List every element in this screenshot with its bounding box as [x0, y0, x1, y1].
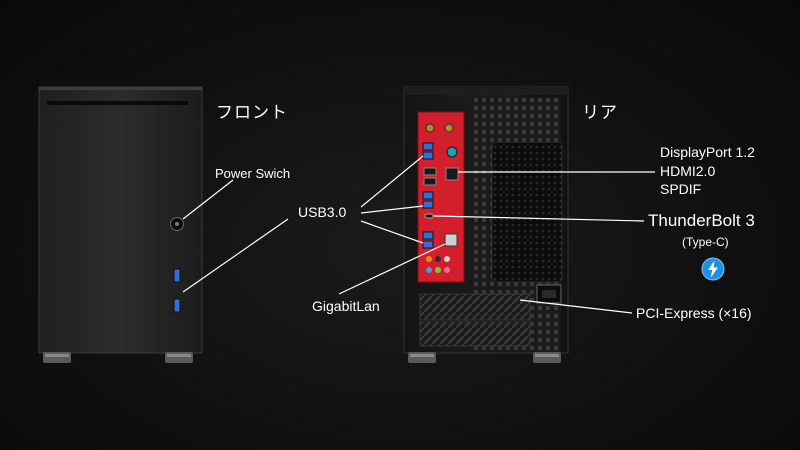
callout-front-usb — [182, 218, 289, 293]
callout-thunderbolt — [433, 215, 645, 222]
audio-jack — [444, 267, 450, 273]
rear-usb-port — [422, 231, 434, 240]
pcie-label: PCI-Express (×16) — [636, 305, 752, 321]
rear-label: リア — [582, 103, 618, 122]
front-foot-left — [43, 352, 71, 363]
callout-lines — [182, 155, 655, 314]
lan-port — [444, 233, 458, 247]
front-label: フロント — [216, 103, 288, 122]
audio-jack — [435, 267, 441, 273]
audio-jack — [444, 256, 450, 262]
wifi-antenna-connector — [444, 123, 454, 133]
thunderbolt-icon — [701, 257, 725, 281]
displayport-port — [423, 167, 437, 176]
displayport-label: DisplayPort 1.2 — [660, 144, 755, 160]
ps2-port — [446, 146, 458, 158]
front-usb-port — [173, 268, 181, 283]
callout-power — [182, 179, 234, 220]
rear-foot-right — [533, 352, 561, 363]
usb-label: USB3.0 — [298, 204, 347, 220]
callout-usb-rear-3 — [360, 220, 424, 244]
rear-usb-port — [422, 200, 434, 209]
callout-usb-rear-1 — [360, 155, 424, 208]
wifi-antenna-connector — [425, 123, 435, 133]
gigabit-lan-label: GigabitLan — [312, 298, 380, 314]
rear-case — [403, 86, 569, 363]
rear-usb-port — [422, 240, 434, 249]
power-icon — [175, 222, 179, 226]
rear-usb-port — [422, 191, 434, 200]
rear-usb-port — [422, 142, 434, 151]
rear-usb-port — [422, 151, 434, 160]
callout-pcie — [519, 299, 633, 314]
pcie-slot-cover — [419, 321, 531, 347]
audio-jack — [426, 267, 432, 273]
front-case — [38, 86, 203, 363]
audio-jack — [435, 256, 441, 262]
type-c-label: (Type-C) — [682, 235, 729, 249]
spdif-port — [445, 167, 459, 181]
front-drive-slot — [47, 101, 188, 105]
pcie-slot-cover — [419, 293, 531, 321]
exhaust-fan-grille — [491, 141, 563, 283]
callout-usb-rear-2 — [360, 205, 424, 214]
thunderbolt-port — [424, 213, 434, 219]
front-foot-right — [165, 352, 193, 363]
front-usb-port — [173, 298, 181, 313]
callout-lan — [338, 243, 446, 295]
hdmi-port — [423, 177, 437, 186]
thunderbolt-label: ThunderBolt 3 — [648, 211, 755, 230]
rear-foot-left — [408, 352, 436, 363]
spdif-label: SPDIF — [660, 181, 702, 197]
power-switch-label: Power Swich — [215, 166, 291, 181]
audio-jack — [426, 256, 432, 262]
hdmi-label: HDMI2.0 — [660, 163, 716, 179]
